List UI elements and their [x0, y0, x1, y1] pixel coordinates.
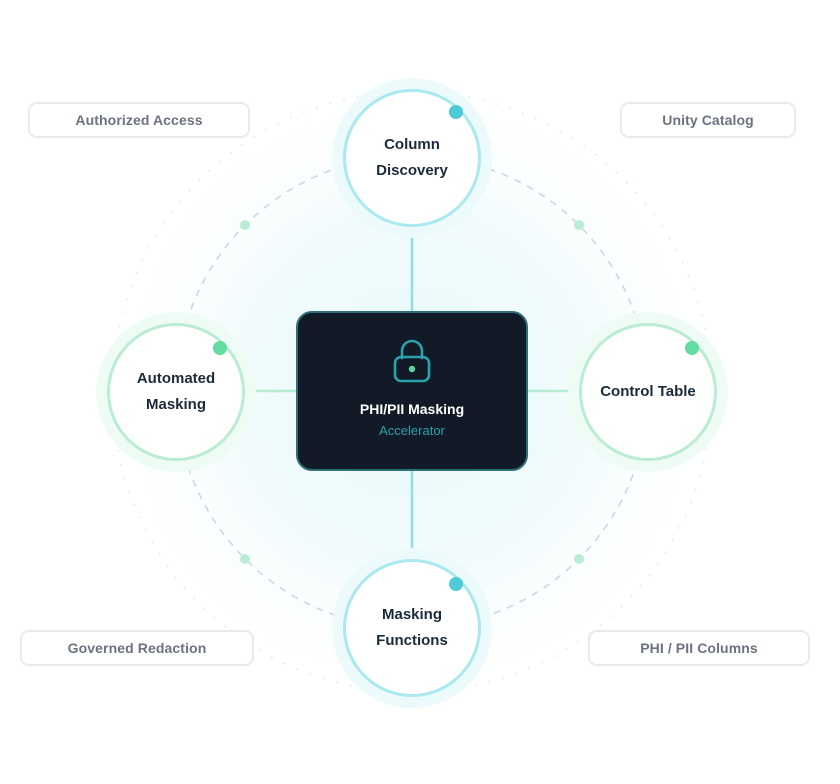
node-label: Masking Functions: [376, 606, 448, 649]
label-phi-pii-columns: PHI / PII Columns: [588, 630, 810, 666]
label-text: Unity Catalog: [662, 112, 754, 128]
node-label: Automated Masking: [136, 370, 216, 413]
ring-dot: [574, 220, 584, 230]
center-title: PHI/PII Masking: [359, 401, 465, 417]
label-text: Governed Redaction: [67, 640, 207, 656]
status-dot: [213, 341, 227, 355]
label-text: Authorized Access: [75, 112, 203, 128]
label-governed-redaction: Governed Redaction: [20, 630, 254, 666]
status-dot: [685, 341, 699, 355]
label-unity-catalog: Unity Catalog: [620, 102, 796, 138]
label-authorized-access: Authorized Access: [28, 102, 250, 138]
status-dot: [449, 105, 463, 119]
center-subtitle: Accelerator: [379, 423, 445, 438]
node-label: Column Discovery: [376, 136, 448, 179]
lock-icon: [393, 339, 431, 383]
ring-dot: [240, 220, 250, 230]
ring-dot: [574, 554, 584, 564]
node-label: Control Table: [600, 383, 696, 400]
center-hub-card: PHI/PII Masking Accelerator: [296, 311, 528, 471]
status-dot: [449, 577, 463, 591]
ring-dot: [240, 554, 250, 564]
label-text: PHI / PII Columns: [640, 640, 758, 656]
